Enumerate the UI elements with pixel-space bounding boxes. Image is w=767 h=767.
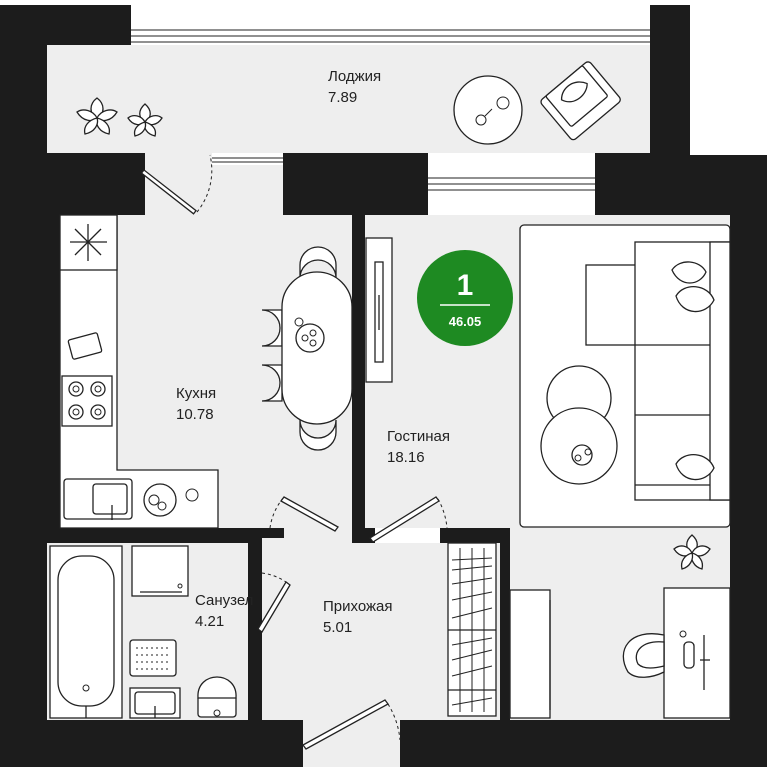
- cabinet: [509, 589, 551, 719]
- hallway-area: 5.01: [323, 619, 352, 636]
- loggia-table: [453, 75, 523, 145]
- living-name: Гостиная: [387, 428, 450, 445]
- badge-circle: [417, 250, 513, 346]
- bathroom-furniture: [49, 545, 237, 719]
- desk-icon: [622, 587, 731, 719]
- toilet-icon: [197, 676, 237, 718]
- kitchen-name: Кухня: [176, 385, 216, 402]
- kitchen-area: 10.78: [176, 406, 214, 423]
- living-furniture: [365, 224, 731, 719]
- stove-icon: [61, 375, 113, 427]
- living-area: 18.16: [387, 449, 425, 466]
- washing-machine: [131, 545, 189, 597]
- loggia-furniture: [76, 61, 621, 145]
- apartment-badge: 1 46.05: [417, 250, 513, 346]
- balcony-door-leaf: [140, 169, 197, 215]
- plant-icon: [673, 534, 711, 570]
- kitchen-furniture: [59, 214, 353, 529]
- doors: [140, 154, 448, 750]
- bath-mat: [129, 639, 177, 677]
- plant-icon: [127, 103, 163, 137]
- armchair-icon: [540, 61, 621, 141]
- plant-icon: [76, 97, 118, 135]
- loggia-area: 7.89: [328, 89, 357, 106]
- kitchen-window: [212, 153, 283, 165]
- bathtub-icon: [49, 545, 123, 719]
- kitchen-floor: [60, 153, 352, 528]
- hallway-name: Прихожая: [323, 598, 393, 615]
- bathroom-area: 4.21: [195, 613, 224, 630]
- loggia-window: [131, 5, 650, 45]
- total-area: 46.05: [449, 314, 482, 329]
- loggia-name: Лоджия: [328, 68, 381, 85]
- bathroom-door-leaf: [257, 581, 291, 633]
- wardrobe-icon: [447, 542, 497, 717]
- hallway-floor: [262, 528, 500, 767]
- bathroom-name: Санузел: [195, 592, 253, 609]
- interior-walls: [47, 215, 510, 720]
- dining-table-icon: [261, 246, 353, 451]
- room-labels: Лоджия 7.89 Кухня 10.78 Гостиная 18.16 С…: [176, 68, 450, 636]
- sink-icon: [129, 687, 181, 719]
- sink-icon: [63, 478, 133, 520]
- windows: [131, 5, 650, 215]
- rooms-count: 1: [457, 269, 474, 302]
- sofa-icon: [585, 241, 731, 501]
